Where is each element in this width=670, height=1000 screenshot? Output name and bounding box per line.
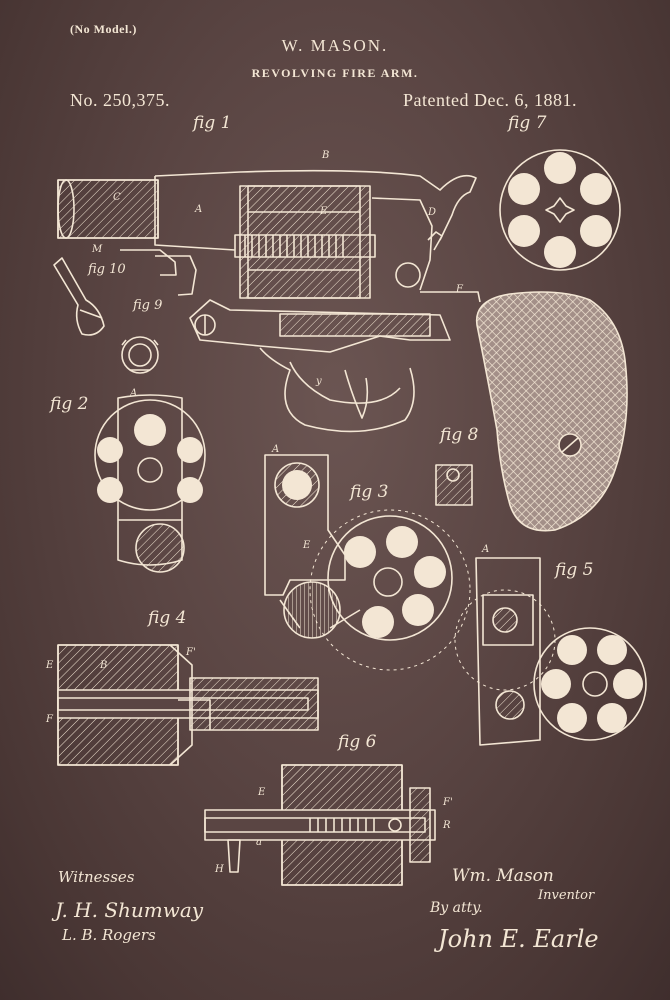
fig10-label: fig 10 [88, 262, 126, 277]
fig2-drawing [94, 394, 206, 573]
witness-1-signature: J. H. Shumway [55, 898, 204, 922]
fig4-label: fig 4 [148, 608, 187, 628]
fig9-label: fig 9 [133, 298, 163, 313]
fig1-label: fig 1 [193, 113, 232, 133]
patent-date: Patented Dec. 6, 1881. [403, 90, 577, 110]
attorney-signature: John E. Earle [438, 925, 599, 953]
fig5-drawing [454, 557, 647, 746]
svg-text:D: D [427, 207, 436, 218]
svg-text:M: M [91, 244, 103, 255]
fig8-drawing [435, 464, 473, 506]
fig5-label: fig 5 [555, 560, 594, 580]
svg-text:F': F' [185, 647, 196, 658]
inventor-signature: Wm. Mason [452, 866, 554, 886]
fig6-drawing [204, 764, 436, 886]
inventor-label: Inventor [538, 888, 595, 903]
fig7-cylinder-end-drawing [499, 149, 621, 271]
no-model-note: (No Model.) [70, 22, 137, 36]
inventor-heading: W. MASON. [281, 36, 389, 55]
svg-text:a: a [256, 837, 262, 848]
patent-number: No. 250,375. [70, 90, 170, 110]
svg-text:E: E [257, 787, 266, 798]
svg-text:C: C [113, 192, 121, 203]
fig6-label: fig 6 [338, 732, 377, 752]
svg-text:B: B [321, 150, 329, 161]
svg-text:A: A [481, 544, 489, 555]
svg-text:E: E [302, 540, 311, 551]
fig8-label: fig 8 [440, 425, 479, 445]
svg-text:E: E [319, 206, 328, 217]
svg-text:F: F [455, 284, 464, 295]
svg-text:B: B [99, 660, 107, 671]
svg-text:F': F' [442, 797, 453, 808]
svg-text:H: H [214, 864, 224, 875]
svg-text:A: A [194, 204, 202, 215]
fig3-label: fig 3 [350, 482, 389, 502]
svg-text:E: E [45, 660, 54, 671]
svg-text:A: A [271, 444, 279, 455]
svg-text:y: y [315, 376, 322, 387]
fig2-label: fig 2 [50, 394, 89, 414]
attorney-label: By atty. [430, 900, 483, 916]
patent-title: REVOLVING FIRE ARM. [251, 66, 419, 80]
svg-text:A: A [129, 388, 137, 399]
svg-text:F: F [45, 714, 54, 725]
witness-2-signature: L. B. Rogers [62, 926, 156, 944]
witnesses-label: Witnesses [58, 868, 135, 886]
fig4-drawing [57, 644, 319, 766]
fig1-revolver-drawing [53, 169, 628, 532]
svg-text:R: R [442, 820, 451, 831]
fig7-label: fig 7 [508, 113, 547, 133]
fig3-drawing [264, 454, 471, 671]
